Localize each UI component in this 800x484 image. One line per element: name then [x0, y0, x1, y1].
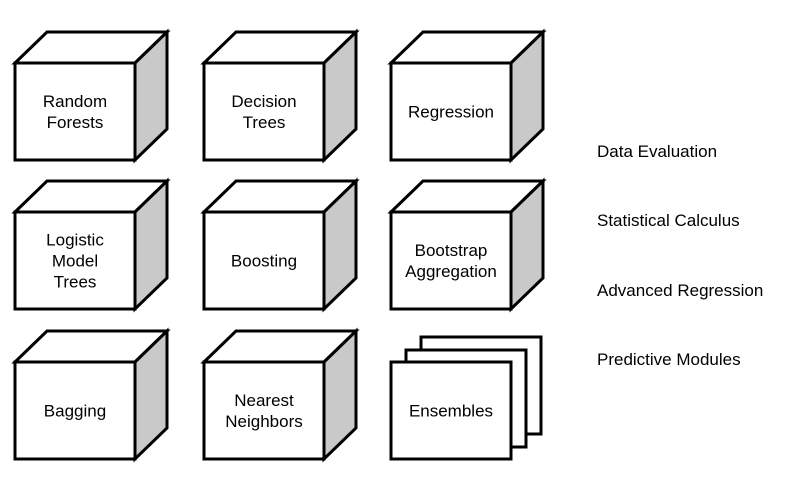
box-label-line: Trees [54, 273, 97, 292]
cube-front-face [13, 61, 137, 162]
cube-front-face [202, 360, 326, 461]
box-label-line: Regression [408, 103, 494, 122]
box-label-line: Nearest [234, 391, 294, 410]
side-label-statistical-calculus: Statistical Calculus [597, 211, 740, 230]
box-label-bagging: Bagging [44, 402, 106, 421]
box-label-ensembles: Ensembles [409, 402, 493, 421]
box-label-line: Bootstrap [415, 241, 488, 260]
box-label-regression: Regression [408, 103, 494, 122]
cube-front-face [13, 210, 137, 311]
box-label-line: Ensembles [409, 402, 493, 421]
box-label-line: Bagging [44, 402, 106, 421]
side-labels: Data Evaluation Statistical Calculus Adv… [597, 142, 763, 369]
box-label-line: Model [52, 252, 98, 271]
box-regression: Regression [387, 28, 547, 164]
cube-front-face [389, 210, 513, 311]
side-label-advanced-regression: Advanced Regression [597, 281, 763, 300]
box-label-line: Boosting [231, 252, 297, 271]
cube-front-face [389, 61, 513, 162]
stack-card-3 [389, 360, 513, 461]
box-label-boosting: Boosting [231, 252, 297, 271]
box-label-line: Trees [243, 113, 286, 132]
side-label-data-evaluation: Data Evaluation [597, 142, 717, 161]
side-label-predictive-modules: Predictive Modules [597, 350, 741, 369]
box-label-line: Neighbors [225, 412, 303, 431]
cube-front-face [202, 210, 326, 311]
cube-front-face [13, 360, 137, 461]
box-label-line: Random [43, 92, 107, 111]
box-label-line: Logistic [46, 231, 104, 250]
box-label-line: Aggregation [405, 262, 497, 281]
box-label-line: Forests [47, 113, 104, 132]
box-label-line: Decision [231, 92, 296, 111]
box-boosting: Boosting [200, 177, 360, 313]
cube-front-face [202, 61, 326, 162]
box-ensembles: Ensembles [389, 335, 543, 461]
box-bagging: Bagging [11, 327, 171, 463]
